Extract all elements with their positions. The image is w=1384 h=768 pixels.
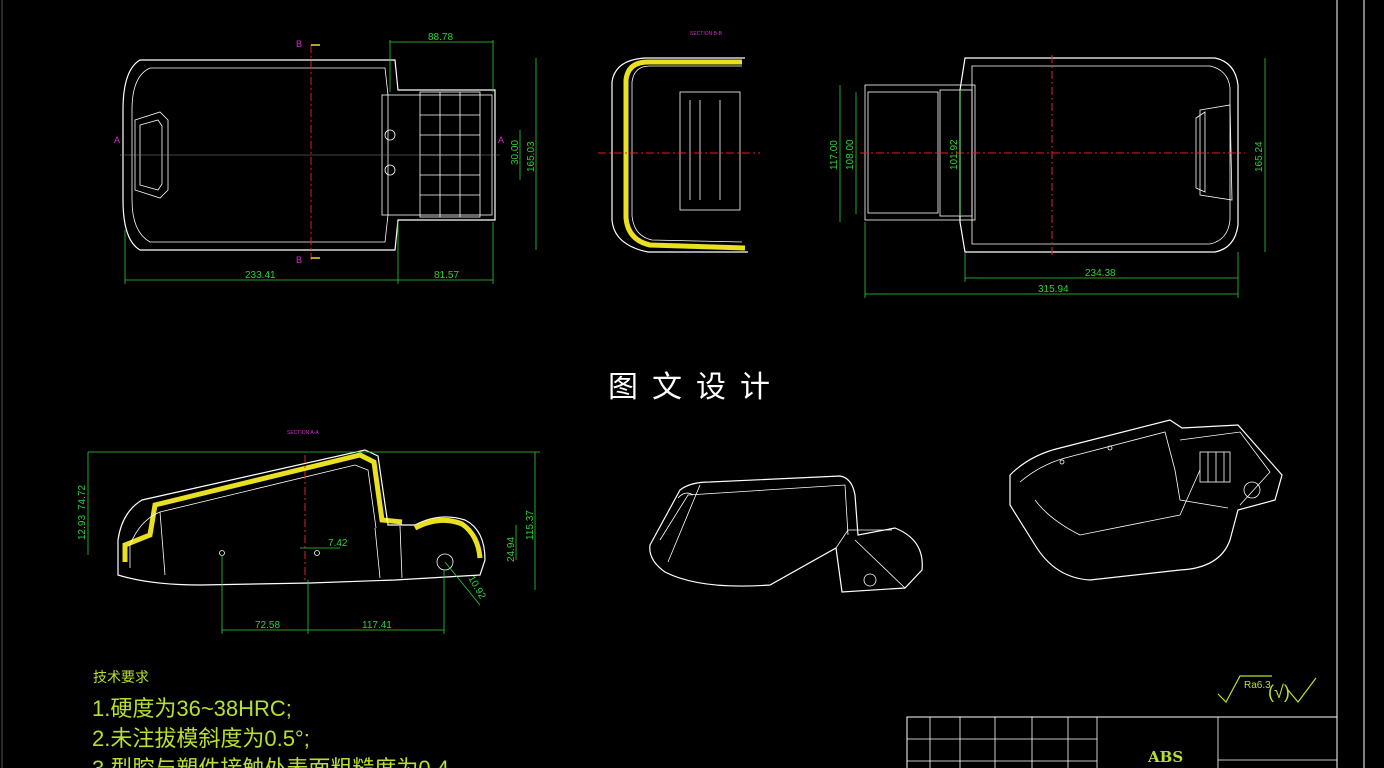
roughness-bracket-symbol: (√) bbox=[1268, 682, 1290, 702]
dim-24-94: 24.94 bbox=[506, 537, 517, 562]
section-marker-a-left: A bbox=[114, 135, 120, 145]
dim-115-37: 115.37 bbox=[525, 510, 536, 540]
dim-233-41: 233.41 bbox=[245, 270, 276, 281]
dim-10-92: 10.92 bbox=[465, 574, 487, 602]
dim-72-58: 72.58 bbox=[255, 620, 280, 631]
dim-117-41: 117.41 bbox=[362, 620, 392, 631]
tech-requirement-3: 3.型腔与塑件接触处表面粗糙度为0.4 bbox=[92, 756, 449, 768]
top-view bbox=[120, 40, 537, 284]
side-view bbox=[839, 55, 1266, 298]
dim-7-42: 7.42 bbox=[328, 538, 348, 549]
tech-requirement-2: 2.未注拔模斜度为0.5°; bbox=[92, 726, 310, 751]
isometric-view-1 bbox=[649, 475, 923, 593]
dim-108-00: 108.00 bbox=[845, 139, 856, 170]
dim-165-03: 165.03 bbox=[526, 141, 537, 172]
dim-117-00: 117.00 bbox=[829, 140, 840, 170]
section-bb-view bbox=[598, 57, 760, 253]
tech-requirements-heading: 技术要求 bbox=[93, 670, 149, 686]
section-bb-title: SECTION B-B bbox=[690, 31, 723, 37]
dim-315-94: 315.94 bbox=[1038, 284, 1069, 295]
material-label: ABS bbox=[1147, 748, 1183, 766]
tech-requirement-1: 1.硬度为36~38HRC; bbox=[92, 696, 292, 721]
dim-12-93: 12.93 bbox=[77, 515, 88, 540]
dim-30-00: 30.00 bbox=[510, 140, 521, 165]
dim-101-92: 101.92 bbox=[949, 139, 960, 170]
section-marker-b-top: B bbox=[296, 39, 302, 49]
section-marker-a-right: A bbox=[498, 135, 504, 145]
roughness-symbol bbox=[1217, 675, 1317, 703]
roughness-value: Ra6.3 bbox=[1244, 680, 1271, 691]
dim-88-78: 88.78 bbox=[428, 32, 453, 43]
dim-165-24: 165.24 bbox=[1254, 141, 1265, 172]
dim-234-38: 234.38 bbox=[1085, 268, 1116, 279]
dim-74-72: 74.72 bbox=[77, 485, 88, 510]
isometric-view-2 bbox=[1009, 419, 1283, 581]
section-marker-b-bottom: B bbox=[296, 255, 302, 265]
title-block bbox=[906, 716, 1338, 768]
section-aa-title: SECTION A-A bbox=[287, 430, 319, 436]
dim-81-57: 81.57 bbox=[434, 270, 459, 281]
watermark-text: 图文设计 bbox=[608, 370, 784, 405]
section-aa-view bbox=[87, 449, 540, 634]
